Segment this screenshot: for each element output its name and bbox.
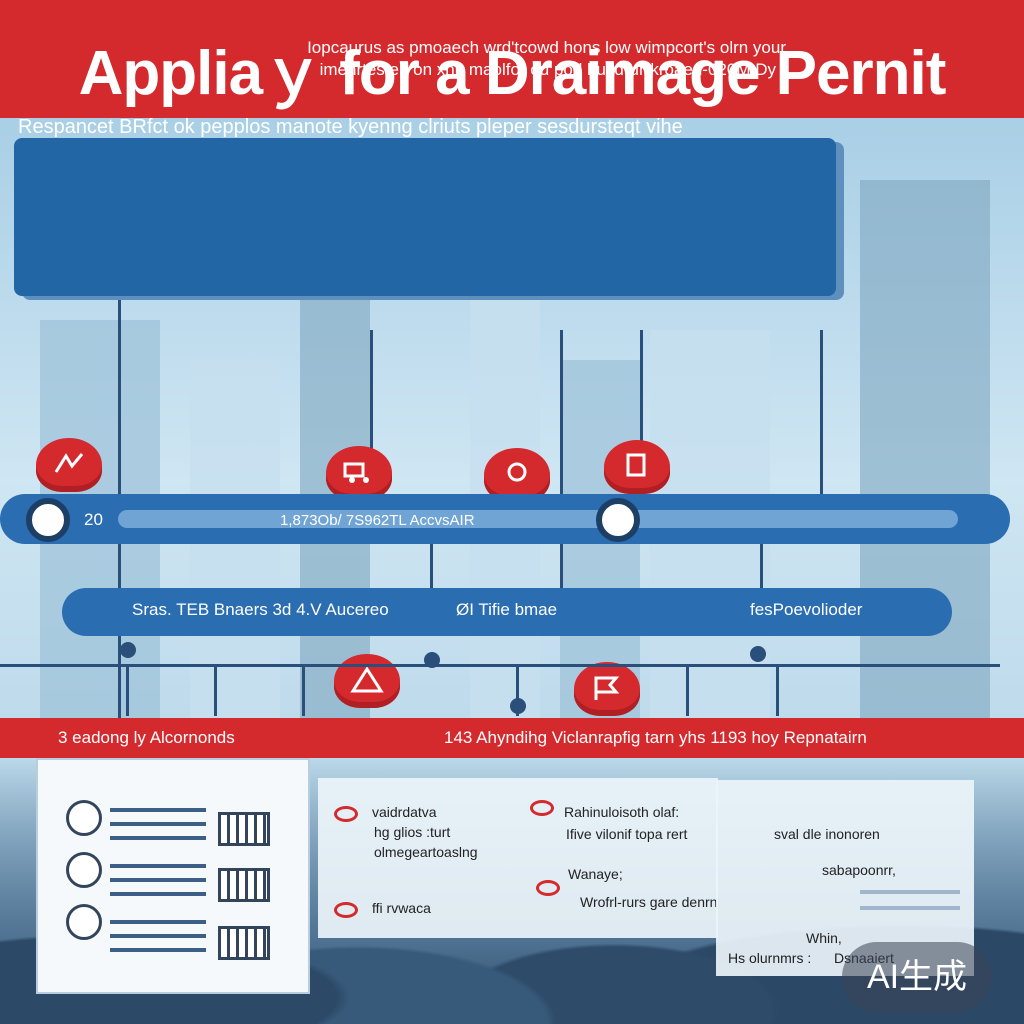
row-line: [110, 878, 206, 882]
row-line: [860, 890, 960, 894]
summary-bar: [0, 718, 1024, 758]
process-marker-icon: [36, 438, 102, 492]
ai-generated-watermark: AI生成: [842, 942, 992, 1012]
row-line: [110, 864, 206, 868]
gear-icon: [26, 498, 70, 542]
note-text: Hs olurnmrs :: [728, 950, 812, 966]
timeline-node: [424, 652, 440, 668]
connector-line: [370, 330, 373, 530]
intro-line-1: Iopcaurus as pmoaech wrd'tcowd hons low …: [307, 38, 786, 57]
connector-line: [640, 330, 643, 500]
location-icon: [484, 448, 550, 502]
row-line: [110, 892, 206, 896]
req-text: vaidrdatva: [372, 804, 437, 820]
timeline2-label-1: Sras. TEB Bnaers 3d 4.V Aucereo: [132, 600, 389, 619]
row-line: [110, 808, 206, 812]
timeline-track: [118, 510, 958, 528]
timeline-node: [120, 642, 136, 658]
tick: [776, 666, 779, 716]
tick: [214, 666, 217, 716]
document-icon: [604, 440, 670, 494]
check-icon: [530, 800, 554, 816]
thumb-icon: [66, 852, 102, 888]
check-icon: [334, 902, 358, 918]
req-text: Rahinuloisoth olaf:: [564, 804, 680, 820]
thumb-icon: [66, 904, 102, 940]
clock-icon: [596, 498, 640, 542]
req-text: ffi rvwaca: [372, 900, 431, 916]
row-line: [110, 948, 206, 952]
timeline-text: 1,873Ob/ 7S962TL AccvsAIR: [280, 512, 475, 529]
row-line: [110, 920, 206, 924]
building: [860, 180, 990, 740]
row-line: [110, 836, 206, 840]
req-text: olmegeartoaslng: [374, 844, 478, 860]
timeline-node: [750, 646, 766, 662]
connector-line: [760, 540, 763, 600]
requirements-card: [318, 778, 718, 938]
tick: [516, 666, 519, 716]
intro-line-3: Respancet BRfct ok pepplos manote kyenng…: [18, 116, 683, 138]
thumb-icon: [66, 800, 102, 836]
req-text: Wrofrl-rurs gare denrn: [580, 894, 718, 910]
timeline-step-number: 20: [84, 510, 103, 529]
connector-line: [820, 330, 823, 500]
row-line: [110, 822, 206, 826]
note-text: Whin,: [806, 930, 842, 946]
title-banner: [0, 0, 1024, 118]
barcode-box: [218, 926, 270, 960]
note-text: sabapoonrr,: [822, 862, 896, 878]
barcode-box: [218, 812, 270, 846]
intro-panel: [14, 138, 836, 296]
connector-rail: [0, 664, 1000, 667]
req-text: Wanaye;: [568, 866, 623, 882]
summary-label-1: 3 eadong ly Alcornonds: [58, 728, 235, 747]
timeline-node: [510, 698, 526, 714]
flag-icon: [574, 662, 640, 716]
timeline2-label-2: ØI Tifie bmae: [456, 600, 558, 619]
warning-icon: [334, 654, 400, 708]
timeline2-label-3: fesPoevolioder: [750, 600, 863, 619]
tick: [302, 666, 305, 716]
intro-line-2: imenrtes en on xhir maolfor ou pod hultd…: [319, 60, 776, 79]
truck-icon: [326, 446, 392, 500]
req-text: Ifive vilonif topa rert: [566, 826, 688, 842]
connector-line: [560, 330, 563, 600]
connector-line: [430, 540, 433, 600]
row-line: [860, 906, 960, 910]
note-text: sval dle inonoren: [774, 826, 880, 842]
check-icon: [334, 806, 358, 822]
req-text: hg glios :turt: [374, 824, 451, 840]
building: [190, 360, 280, 740]
tick: [686, 666, 689, 716]
summary-label-2: 143 Ahyndihg Viclanrapfig tarn yhs 1193 …: [444, 728, 867, 747]
tick: [126, 666, 129, 716]
check-icon: [536, 880, 560, 896]
barcode-box: [218, 868, 270, 902]
timeline-bar-2: [62, 588, 952, 636]
page-title: Appliaｙ for a Draimage Pernit: [78, 39, 947, 108]
row-line: [110, 934, 206, 938]
